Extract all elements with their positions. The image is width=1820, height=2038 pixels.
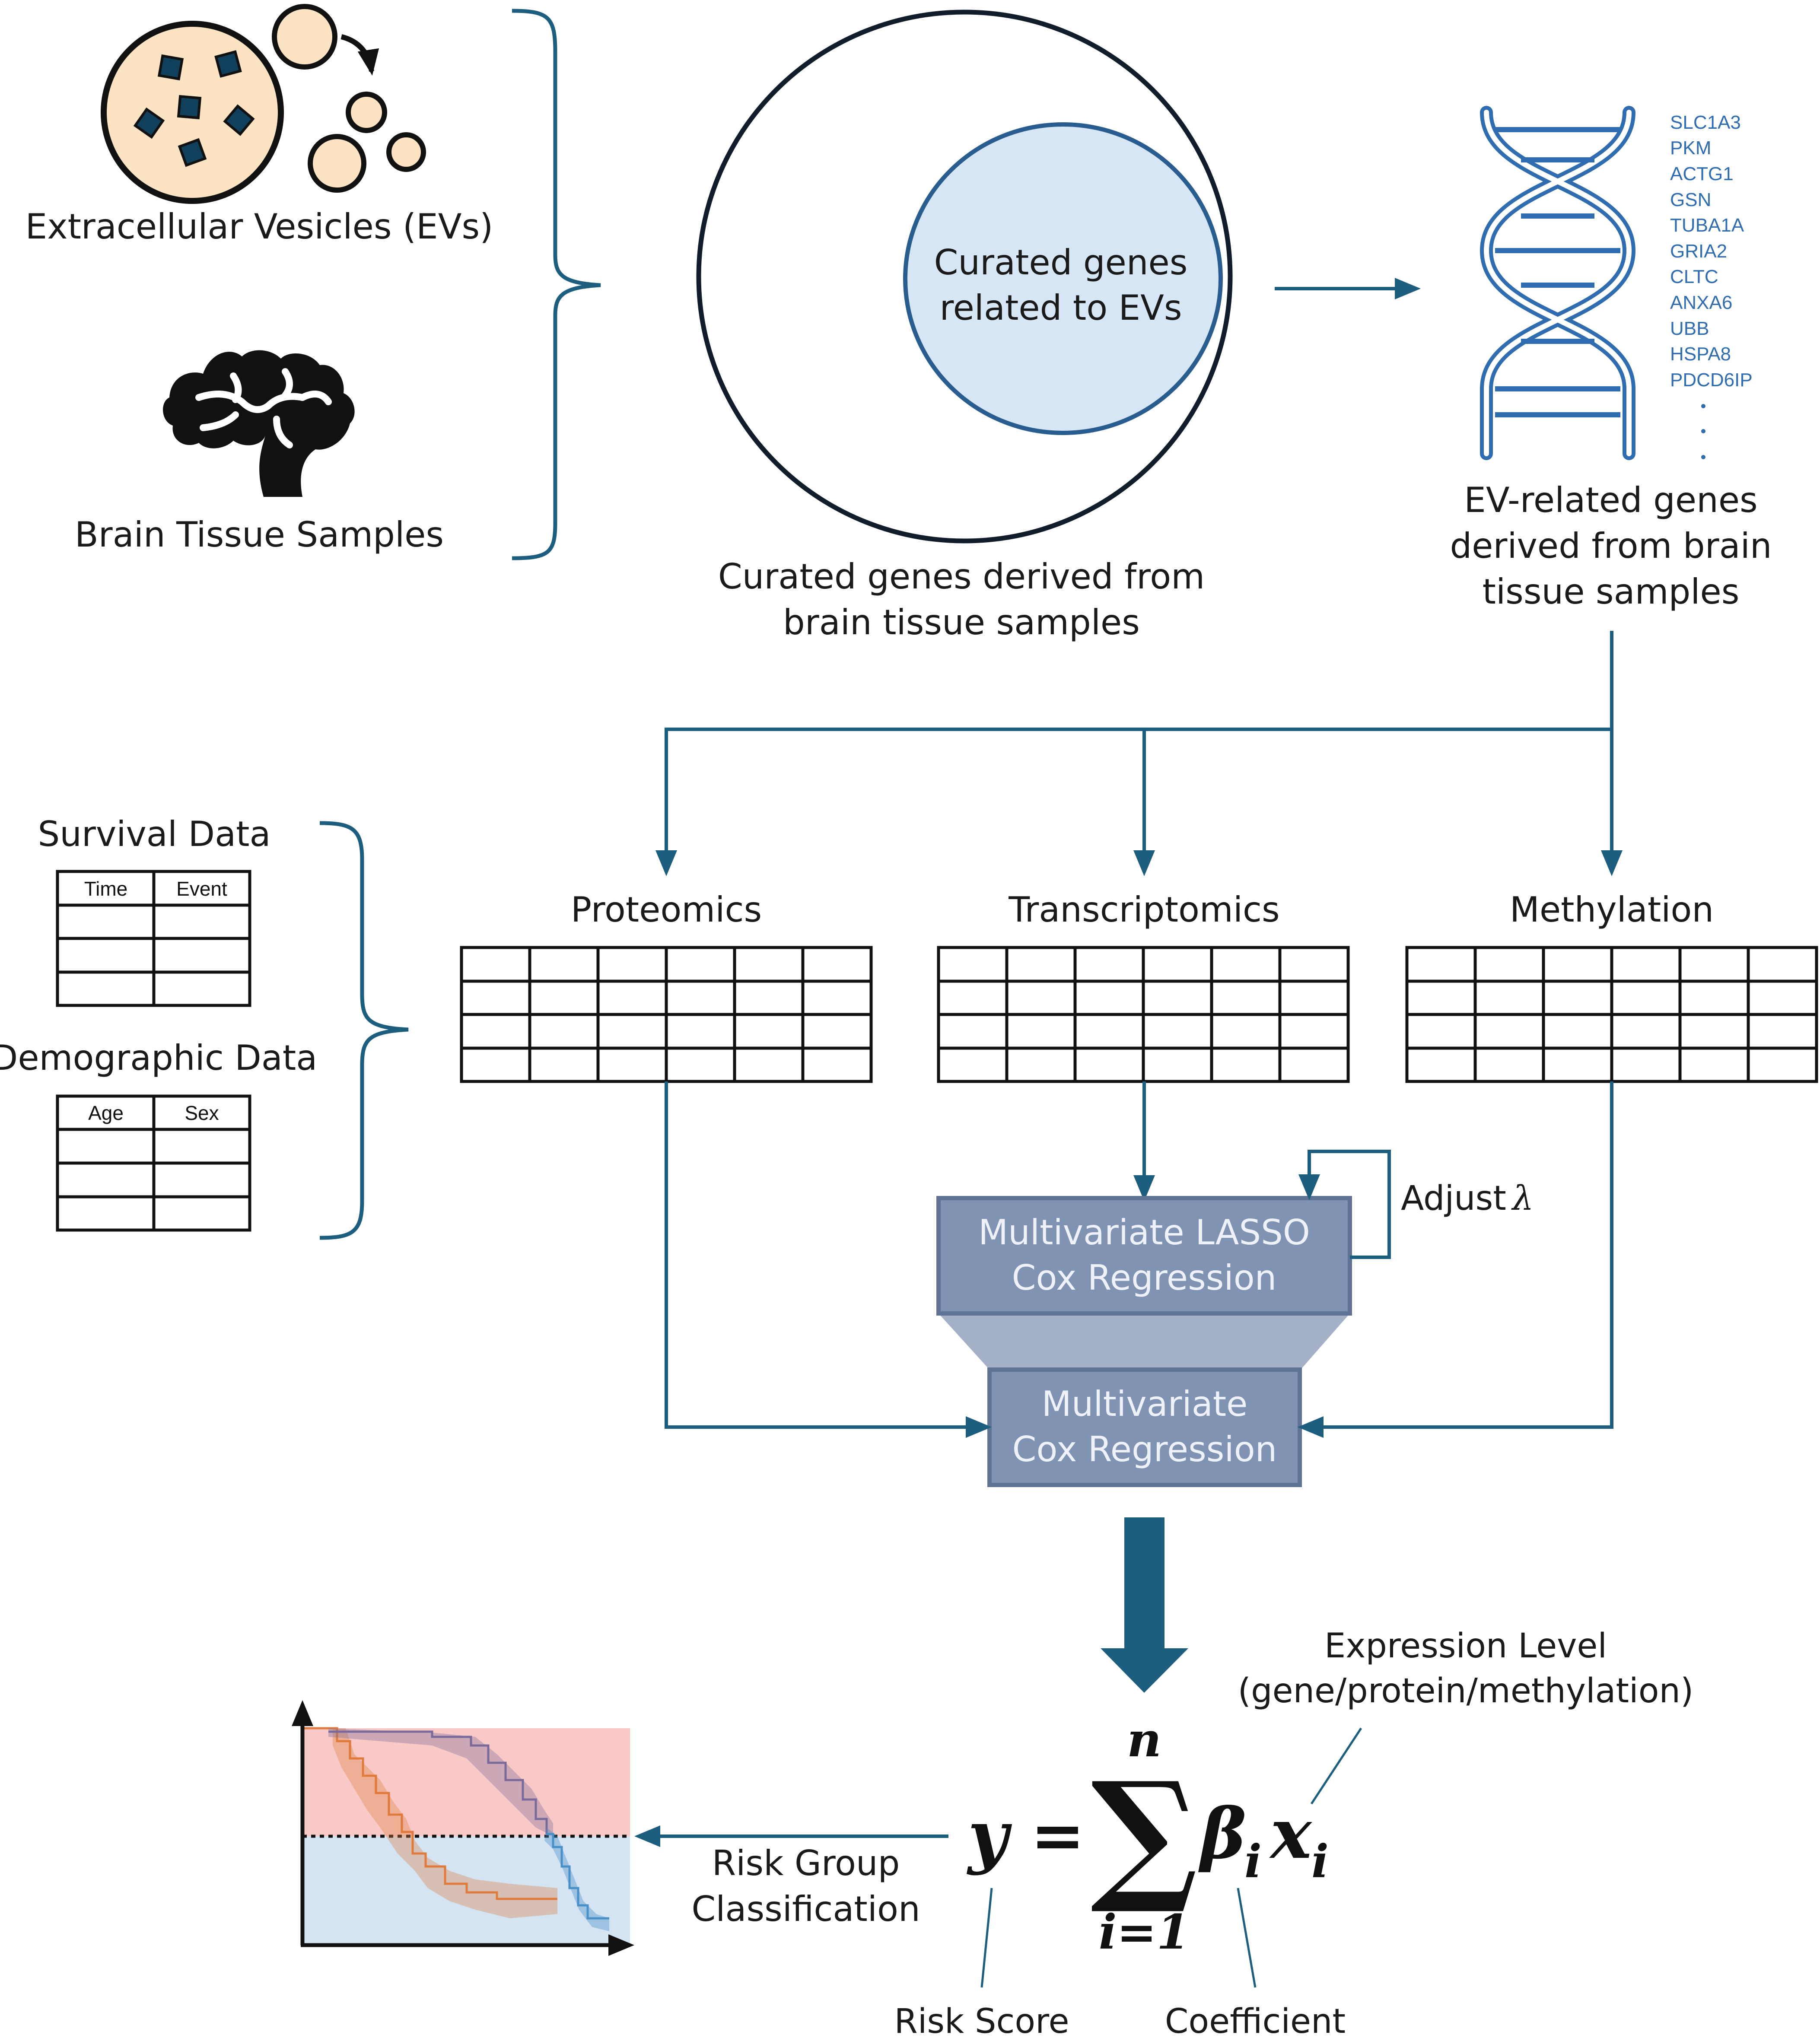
extracellular-vesicle-icon xyxy=(101,4,426,204)
gene-list: SLC1A3 PKM ACTG1 GSN TUBA1A GRIA2 CLTC A… xyxy=(1670,112,1753,459)
brain-icon xyxy=(163,350,355,497)
formula-beta: β xyxy=(1198,1793,1246,1874)
cox-line-1: Multivariate xyxy=(1042,1384,1248,1424)
proteomics-label: Proteomics xyxy=(571,890,762,930)
proteomics-to-cox-arrow xyxy=(665,1081,992,1438)
expression-label-2: (gene/protein/methylation) xyxy=(1238,1672,1694,1711)
split-connector xyxy=(655,631,1623,876)
dna-icon xyxy=(1480,106,1636,460)
formula-lower: i=1 xyxy=(1099,1904,1190,1960)
gene-caption-1: EV-related genes xyxy=(1464,480,1757,520)
demographic-title: Demographic Data xyxy=(0,1038,317,1078)
venn-caption-1: Curated genes derived from xyxy=(718,556,1205,597)
survival-col-event: Event xyxy=(176,878,227,900)
demographic-col-sex: Sex xyxy=(185,1102,219,1124)
lasso-cox-box xyxy=(936,1196,1352,1316)
proteomics-table xyxy=(460,946,873,1083)
risk-group-label-2: Classification xyxy=(691,1889,920,1929)
to-risk-score-arrow xyxy=(1101,1517,1188,1693)
lasso-line-2: Cox Regression xyxy=(1012,1258,1277,1298)
expression-pointer xyxy=(1310,1727,1362,1805)
clinical-brace xyxy=(319,821,409,1240)
cox-box xyxy=(987,1367,1302,1487)
survival-title: Survival Data xyxy=(38,814,271,854)
formula-x: x xyxy=(1269,1793,1312,1874)
risk-score-label: Risk Score xyxy=(894,2002,1069,2038)
gene-name: HSPA8 xyxy=(1670,343,1731,365)
cox-line-2: Cox Regression xyxy=(1012,1429,1277,1469)
gene-name: GSN xyxy=(1670,189,1711,210)
transcriptomics-table xyxy=(937,946,1350,1083)
gene-name: CLTC xyxy=(1670,266,1718,287)
risk-formula: y = n ∑ i=1 β i x i xyxy=(967,1712,1329,1960)
orange-survival-curve xyxy=(302,1727,557,1900)
methylation-table xyxy=(1405,946,1818,1083)
gene-caption-2: derived from brain xyxy=(1450,526,1772,566)
funnel-connector xyxy=(939,1313,1350,1370)
ev-label: Extracellular Vesicles (EVs) xyxy=(25,207,493,247)
formula-upper: n xyxy=(1127,1712,1161,1768)
venn-caption-2: brain tissue samples xyxy=(783,602,1140,642)
adjust-lambda-loop xyxy=(1298,1150,1391,1259)
brain-label: Brain Tissue Samples xyxy=(75,515,444,555)
formula-beta-sub: i xyxy=(1244,1835,1262,1888)
risk-score-pointer xyxy=(980,1888,993,1988)
formula-sigma: ∑ xyxy=(1091,1750,1198,1917)
continuation-dots xyxy=(1701,404,1705,459)
methylation-label: Methylation xyxy=(1510,890,1714,930)
demographic-col-age: Age xyxy=(88,1102,124,1124)
risk-group-label-1: Risk Group xyxy=(712,1843,900,1883)
gene-name: SLC1A3 xyxy=(1670,112,1741,133)
input-brace xyxy=(512,9,601,560)
expression-label-1: Expression Level xyxy=(1324,1627,1607,1666)
venn-inner-label-2: related to EVs xyxy=(939,288,1182,328)
gene-name: ANXA6 xyxy=(1670,292,1732,313)
gene-name: GRIA2 xyxy=(1670,241,1727,262)
transcriptomics-label: Transcriptomics xyxy=(1008,890,1279,930)
purple-survival-curve xyxy=(328,1730,548,1834)
kaplan-meier-plot xyxy=(292,1700,634,1956)
survival-table xyxy=(56,870,251,1007)
lasso-line-1: Multivariate LASSO xyxy=(978,1212,1310,1253)
high-risk-band xyxy=(302,1728,630,1836)
blue-survival-curve xyxy=(547,1833,609,1920)
demographic-table xyxy=(56,1094,251,1232)
gene-name: UBB xyxy=(1670,318,1709,339)
gene-caption-3: tissue samples xyxy=(1483,572,1740,612)
gene-name: PKM xyxy=(1670,137,1711,159)
gene-name: ACTG1 xyxy=(1670,163,1734,184)
formula-x-sub: i xyxy=(1311,1835,1329,1888)
coefficient-pointer xyxy=(1237,1888,1257,1988)
formula-equals: = xyxy=(1031,1797,1085,1873)
purple-ci-band xyxy=(328,1728,553,1836)
survival-col-time: Time xyxy=(84,878,128,900)
gene-name: TUBA1A xyxy=(1670,215,1744,236)
formula-lhs: y xyxy=(967,1795,1012,1876)
coefficient-label: Coefficient xyxy=(1165,2002,1346,2038)
ev-gene-set-circle xyxy=(903,122,1223,435)
gene-name: PDCD6IP xyxy=(1670,369,1753,391)
venn-inner-label-1: Curated genes xyxy=(934,242,1188,283)
methylation-to-cox-arrow xyxy=(1298,1081,1613,1438)
